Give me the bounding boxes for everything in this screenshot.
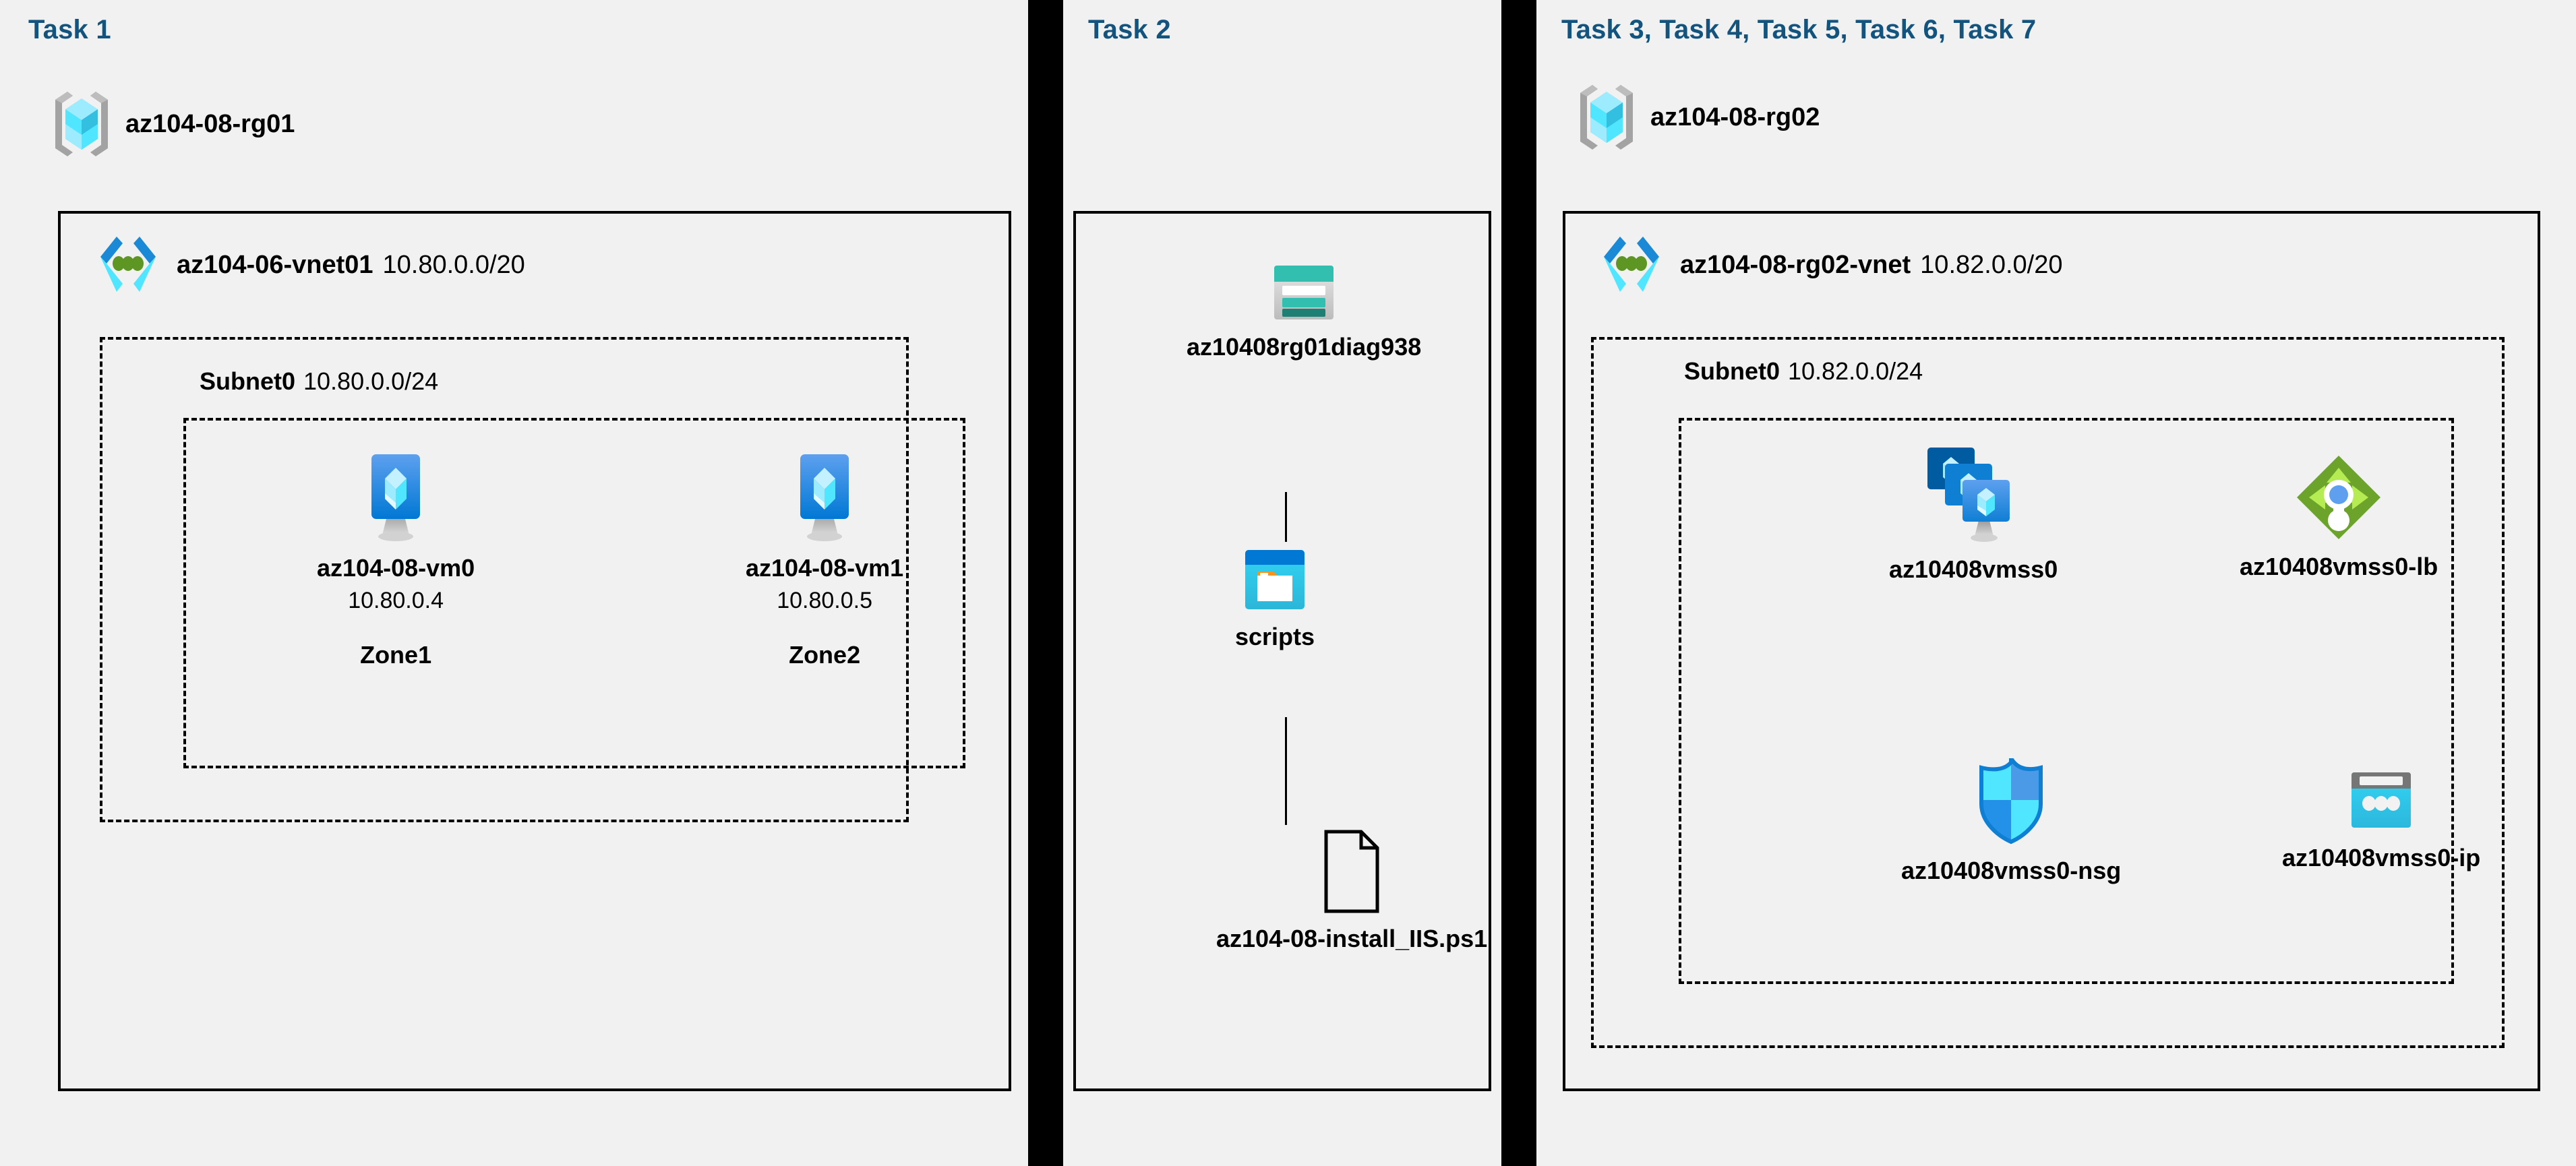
virtual-network-icon: [94, 233, 162, 297]
node-vmss[interactable]: az10408vmss0: [1889, 445, 2058, 584]
resource-group-box-rg01: [58, 211, 1011, 1091]
nsg-name: az10408vmss0-nsg: [1901, 857, 2122, 884]
column-divider-1: [1030, 0, 1061, 1166]
subnet-box-right: [1591, 337, 2505, 1048]
node-load-balancer[interactable]: az10408vmss0-lb: [2240, 453, 2438, 581]
vnet-cidr-vnet01: 10.80.0.0/20: [382, 250, 525, 279]
resource-group-label-rg01: az104-08-rg01: [125, 109, 295, 138]
vnet-header-vnet01: az104-06-vnet01 10.80.0.0/20: [94, 233, 525, 297]
blob-container-icon: [1242, 547, 1307, 612]
storage-account-name: az10408rg01diag938: [1187, 333, 1422, 361]
resource-group-icon: [1578, 82, 1636, 152]
vnet-name-vnet01: az104-06-vnet01: [177, 250, 373, 279]
node-blob-file[interactable]: az104-08-install_IIS.ps1: [1216, 829, 1487, 953]
connector-storage-to-container: [1285, 492, 1287, 542]
vnet-name-vnet02: az104-08-rg02-vnet: [1680, 250, 1911, 279]
vmss-name: az10408vmss0: [1889, 555, 2058, 583]
node-vm0[interactable]: az104-08-vm0 10.80.0.4 Zone1: [317, 452, 475, 669]
resource-group-label-rg02: az104-08-rg02: [1650, 102, 1820, 131]
storage-box: [1073, 211, 1491, 1091]
vm-scale-set-icon: [1922, 445, 2025, 545]
virtual-network-icon: [1598, 233, 1665, 297]
public-ip-name: az10408vmss0-ip: [2282, 844, 2481, 871]
load-balancer-name: az10408vmss0-lb: [2240, 553, 2438, 580]
virtual-machine-icon: [354, 452, 438, 543]
task3-column-panel: [1534, 0, 2576, 1166]
node-vm1[interactable]: az104-08-vm1 10.80.0.5 Zone2: [746, 452, 903, 669]
node-nsg[interactable]: az10408vmss0-nsg: [1901, 758, 2121, 885]
vm1-zone: Zone2: [789, 641, 861, 669]
file-icon: [1317, 829, 1387, 914]
vm0-ip: 10.80.0.4: [348, 588, 444, 613]
column-divider-2: [1503, 0, 1534, 1166]
vnet-header-vnet02: az104-08-rg02-vnet 10.82.0.0/20: [1598, 233, 2062, 297]
subnet-name-left: Subnet0: [200, 367, 296, 395]
blob-container-name: scripts: [1235, 623, 1315, 650]
resource-group-header-rg01: az104-08-rg01: [53, 89, 295, 159]
subnet-inner-box-left: [183, 418, 965, 768]
subnet-box-left: [100, 337, 909, 822]
network-security-group-icon: [1973, 758, 2049, 846]
subnet-cidr-right: 10.82.0.0/24: [1788, 357, 1923, 385]
vm0-zone: Zone1: [360, 641, 432, 669]
public-ip-address-icon: [2346, 768, 2416, 833]
virtual-machine-icon: [783, 452, 866, 543]
task1-column-panel: [0, 0, 1030, 1166]
node-blob-container[interactable]: scripts: [1235, 547, 1315, 651]
load-balancer-icon: [2294, 453, 2383, 542]
subnet-cidr-left: 10.80.0.0/24: [303, 367, 439, 395]
resource-group-header-rg02: az104-08-rg02: [1578, 82, 1820, 152]
resource-group-icon: [53, 89, 111, 159]
vm1-name: az104-08-vm1: [746, 554, 904, 582]
blob-file-name: az104-08-install_IIS.ps1: [1216, 925, 1488, 952]
connector-container-to-blob: [1285, 717, 1287, 825]
task3-heading: Task 3, Task 4, Task 5, Task 6, Task 7: [1561, 15, 2037, 44]
subnet-label-right: Subnet0 10.82.0.0/24: [1684, 357, 1923, 386]
task2-heading: Task 2: [1088, 15, 1171, 44]
vm0-name: az104-08-vm0: [317, 554, 475, 582]
resource-group-box-rg02: [1563, 211, 2540, 1091]
task1-heading: Task 1: [28, 15, 111, 44]
storage-account-icon: [1271, 263, 1336, 322]
node-storage-account[interactable]: az10408rg01diag938: [1187, 263, 1421, 361]
node-public-ip[interactable]: az10408vmss0-ip: [2282, 768, 2480, 872]
subnet-inner-box-right: [1679, 418, 2454, 984]
vnet-cidr-vnet02: 10.82.0.0/20: [1920, 250, 2063, 279]
subnet-name-right: Subnet0: [1684, 357, 1780, 385]
vm1-ip: 10.80.0.5: [777, 588, 872, 613]
